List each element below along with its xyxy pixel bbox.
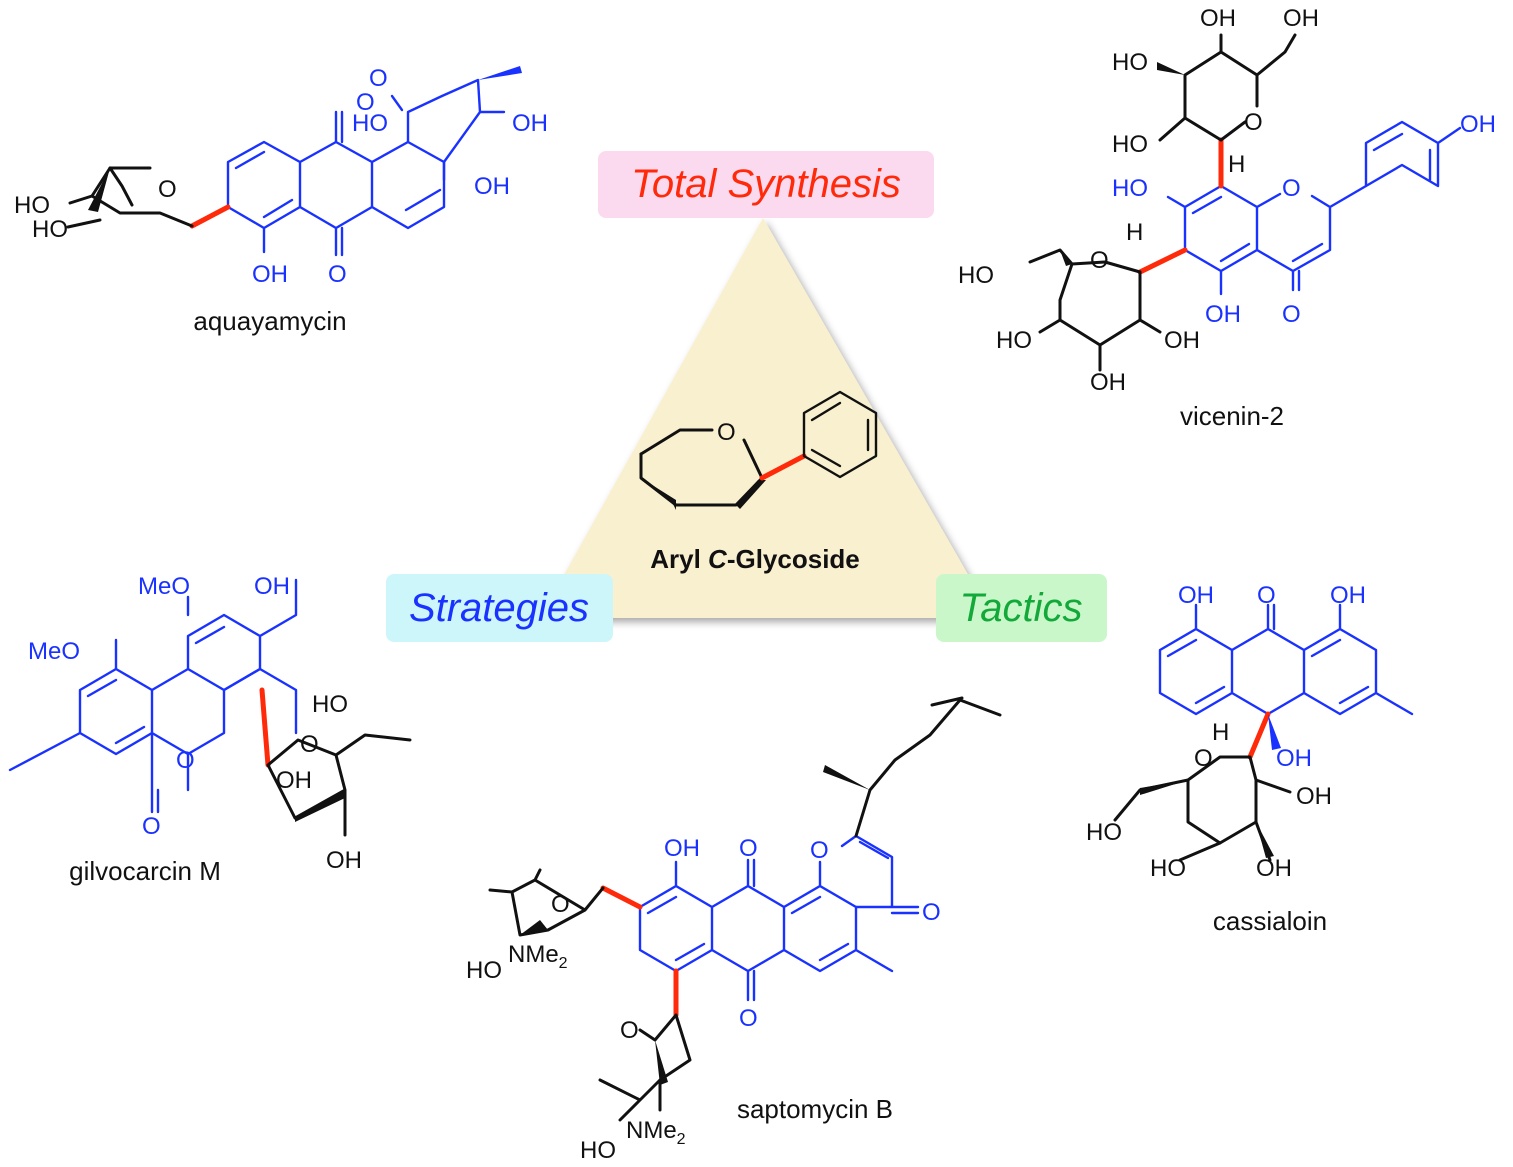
aryl-c-glycoside-structure: O (639, 390, 878, 510)
gilvocarcin-m-atom-label: OH (254, 573, 290, 600)
cassialoin-atom-label: O (1257, 582, 1276, 609)
vicenin-2-atom-label: OH (1200, 5, 1236, 32)
cassialoin-atom-label: OH (1276, 745, 1312, 772)
vicenin-2-atom-label: O (1090, 247, 1109, 274)
vicenin-2-atom-label: HO (1112, 175, 1148, 202)
ring-oxygen-label: O (717, 419, 736, 446)
gilvocarcin-m-atom-label: MeO (28, 638, 80, 665)
gilvocarcin-m-atom-label: OH (326, 847, 362, 874)
center-title: Aryl C-Glycoside (650, 544, 860, 574)
strategies-box (386, 574, 613, 642)
aquayamycin-atom-label: O (356, 89, 375, 116)
cassialoin-atom-label: O (1194, 745, 1213, 772)
vicenin-2-atom-label: H (1228, 151, 1245, 178)
aquayamycin-atom-label: HO (352, 110, 388, 137)
saptomycin-b-name: saptomycin B (737, 1094, 893, 1124)
saptomycin-b-atom-label: O (739, 1005, 758, 1032)
concept-triangle (540, 218, 993, 618)
aquayamycin-atom-label: O (158, 176, 177, 203)
corner-tactics: Tactics (936, 574, 1107, 642)
saptomycin-b-atom-label: O (922, 899, 941, 926)
vicenin-2-atom-label: OH (1205, 301, 1241, 328)
saptomycin-b-atom-label: O (810, 837, 829, 864)
aquayamycin-atom-label: OH (512, 110, 548, 137)
saptomycin-b-atom-label: O (620, 1017, 639, 1044)
saptomycin-b-atom-label: O (739, 835, 758, 862)
total-synthesis-label: Total Synthesis (631, 162, 901, 206)
strategies-label: Strategies (409, 586, 589, 630)
vicenin-2-atom-label: H (1126, 219, 1143, 246)
vicenin-2-atom-label: OH (1460, 111, 1496, 138)
vicenin-2-structure: OH OH HO O HO H OH HO O OH H HO O HO OH … (958, 5, 1496, 396)
aquayamycin-atom-label: O (328, 261, 347, 288)
aquayamycin-structure: O O HO OH OH O OH HO HO O (14, 65, 548, 288)
saptomycin-b-nme2-label-1: NMe2 (508, 941, 568, 972)
aquayamycin-atom-label: O (369, 65, 388, 92)
cassialoin-atom-label: OH (1178, 582, 1214, 609)
aquayamycin-atom-label: OH (474, 173, 510, 200)
gilvocarcin-m-atom-label: MeO (138, 573, 190, 600)
vicenin-2-atom-label: HO (996, 327, 1032, 354)
gilvocarcin-m-atom-label: HO (312, 691, 348, 718)
cassialoin-atom-label: OH (1330, 582, 1366, 609)
saptomycin-b-atom-label: HO (580, 1137, 616, 1164)
vicenin-2-atom-label: O (1282, 301, 1301, 328)
vicenin-2-atom-label: HO (958, 262, 994, 289)
cassialoin-atom-label: H (1212, 719, 1229, 746)
cassialoin-atom-label: OH (1256, 855, 1292, 882)
vicenin-2-atom-label: OH (1090, 369, 1126, 396)
corner-total-synthesis: Total Synthesis (598, 151, 934, 218)
vicenin-2-atom-label: OH (1164, 327, 1200, 354)
saptomycin-b-atom-label: OH (664, 835, 700, 862)
cassialoin-atom-label: OH (1296, 783, 1332, 810)
saptomycin-b-structure: OH O O O O O HO NMe2 O HO NMe2 (466, 696, 1002, 1164)
vicenin-2-atom-label: HO (1112, 49, 1148, 76)
aquayamycin-name: aquayamycin (193, 306, 346, 336)
vicenin-2-atom-label: O (1244, 109, 1263, 136)
saptomycin-b-atom-label: HO (466, 957, 502, 984)
aquayamycin-atom-label: OH (252, 261, 288, 288)
vicenin-2-atom-label: O (1282, 175, 1301, 202)
saptomycin-b-atom-label: O (551, 891, 570, 918)
gilvocarcin-m-atom-label: O (142, 813, 161, 840)
tactics-label: Tactics (959, 586, 1082, 630)
gilvocarcin-m-atom-label: O (176, 747, 195, 774)
vicenin-2-atom-label: HO (1112, 131, 1148, 158)
cassialoin-atom-label: HO (1150, 855, 1186, 882)
vicenin-2-name: vicenin-2 (1180, 401, 1284, 431)
tactics-box (936, 574, 1107, 642)
gilvocarcin-m-structure: MeO OH MeO O O HO O OH OH (8, 573, 412, 874)
aquayamycin-atom-label: HO (32, 216, 68, 243)
cassialoin-name: cassialoin (1213, 906, 1327, 936)
gilvocarcin-m-atom-label: O (300, 731, 319, 758)
cassialoin-atom-label: HO (1086, 819, 1122, 846)
vicenin-2-atom-label: OH (1283, 5, 1319, 32)
cassialoin-structure: OH O OH H O OH OH HO HO OH (1086, 582, 1414, 882)
corner-strategies: Strategies (386, 574, 613, 642)
aquayamycin-atom-label: HO (14, 192, 50, 219)
gilvocarcin-m-atom-label: OH (276, 767, 312, 794)
saptomycin-b-nme2-label-2: NMe2 (626, 1117, 686, 1148)
total-synthesis-box (598, 151, 934, 218)
gilvocarcin-m-name: gilvocarcin M (69, 856, 221, 886)
